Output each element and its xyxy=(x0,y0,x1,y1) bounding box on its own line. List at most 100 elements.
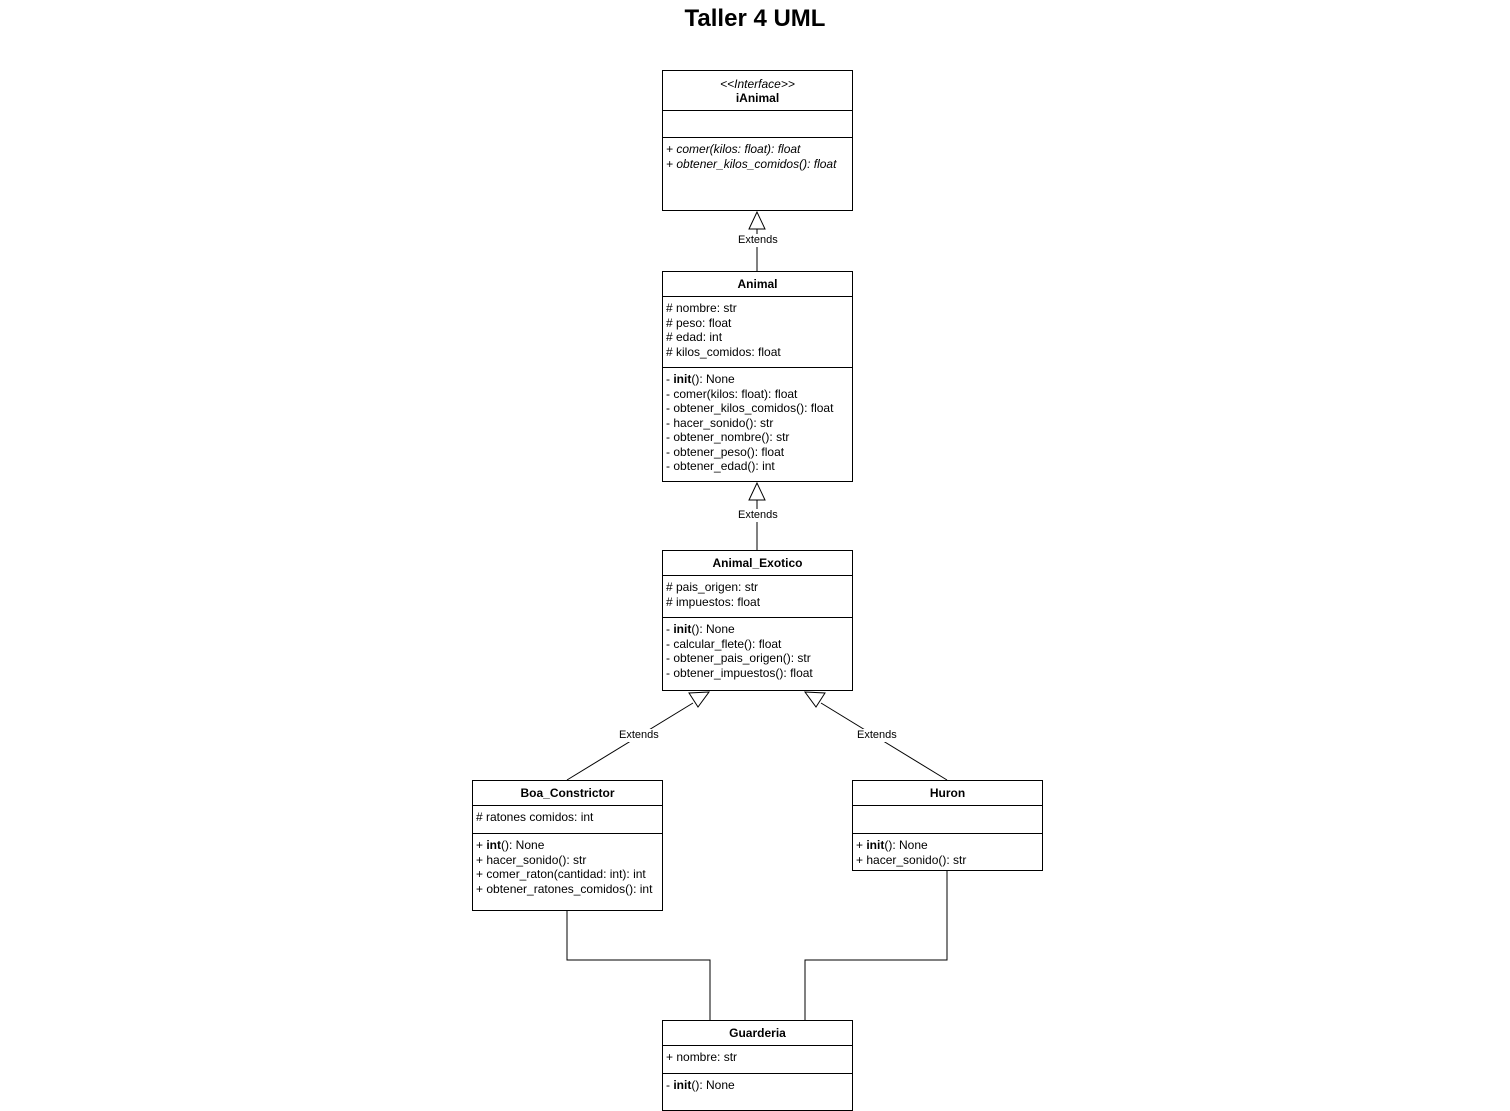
method-visibility: - xyxy=(666,622,674,636)
method-visibility: - xyxy=(666,430,674,444)
method-visibility: - xyxy=(666,386,674,401)
method-signature: (): None xyxy=(691,622,735,636)
class-stereotype: <<Interface>> xyxy=(720,76,795,91)
methods-section: + init(): None+ hacer_sonido(): str xyxy=(853,834,1042,871)
method-item: - comer(kilos: float): float xyxy=(666,387,849,402)
methods-section: + comer(kilos: float): float+ obtener_ki… xyxy=(663,138,852,175)
methods-section: - init(): None xyxy=(663,1074,852,1097)
method-item: + init(): None xyxy=(856,838,1039,853)
method-visibility: - xyxy=(666,636,674,651)
method-item: + hacer_sonido(): str xyxy=(856,853,1039,868)
attribute-item: # kilos_comidos: float xyxy=(666,344,781,359)
generalization-arrowhead xyxy=(803,691,826,708)
method-item: - init(): None xyxy=(666,372,849,387)
attributes-section xyxy=(853,806,1042,834)
method-item: - obtener_pais_origen(): str xyxy=(666,651,849,666)
method-item: + hacer_sonido(): str xyxy=(476,853,659,868)
method-signature: obtener_impuestos(): float xyxy=(673,665,813,680)
generalization-arrowhead xyxy=(688,691,711,708)
method-visibility: - xyxy=(666,1078,674,1092)
method-signature: obtener_ratones_comidos(): int xyxy=(486,881,653,896)
method-item: + obtener_ratones_comidos(): int xyxy=(476,882,659,897)
method-visibility: + xyxy=(856,838,867,852)
method-visibility: - xyxy=(666,665,674,680)
attribute-item: # pais_origen: str xyxy=(666,580,759,594)
method-item: - obtener_peso(): float xyxy=(666,445,849,460)
class-name: Guarderia xyxy=(729,1026,786,1040)
method-signature: (): None xyxy=(691,1078,735,1092)
attributes-section: + nombre: str xyxy=(663,1046,852,1074)
method-signature: obtener_pais_origen(): str xyxy=(673,651,811,665)
attribute-item: # peso: float xyxy=(666,315,732,330)
generalization-arrowhead xyxy=(748,210,766,230)
method-item: + comer(kilos: float): float xyxy=(666,142,849,157)
methods-section: - init(): None- calcular_flete(): float-… xyxy=(663,618,852,684)
association-huron-guarderia xyxy=(804,870,948,1020)
class-name: Boa_Constrictor xyxy=(520,786,615,800)
method-name-bold: init xyxy=(673,1078,692,1092)
method-visibility: + xyxy=(476,867,487,881)
method-visibility: - xyxy=(666,459,674,473)
method-signature: comer_raton(cantidad: int): int xyxy=(486,867,646,881)
extends-label: Extends xyxy=(856,729,898,742)
extends-label: Extends xyxy=(737,234,779,247)
method-name-bold: init xyxy=(673,372,692,386)
class-header: <<Interface>> iAnimal xyxy=(663,71,852,111)
class-huron[interactable]: Huron + init(): None+ hacer_sonido(): st… xyxy=(852,780,1043,871)
method-signature: hacer_sonido(): str xyxy=(673,415,774,430)
method-item: - obtener_impuestos(): float xyxy=(666,666,849,681)
method-item: - init(): None xyxy=(666,622,849,637)
class-name: Animal xyxy=(737,277,778,291)
method-visibility: + xyxy=(476,881,487,896)
association-boa-guarderia xyxy=(566,910,711,1020)
diagram-title: Taller 4 UML xyxy=(684,5,826,32)
method-signature: obtener_nombre(): str xyxy=(673,430,790,444)
method-visibility: + xyxy=(856,852,867,867)
class-name: Animal_Exotico xyxy=(712,556,803,570)
method-visibility: - xyxy=(666,444,674,459)
method-item: - init(): None xyxy=(666,1078,849,1093)
method-item: - obtener_nombre(): str xyxy=(666,430,849,445)
attribute-item: # nombre: str xyxy=(666,301,737,315)
attributes-section xyxy=(663,111,852,138)
method-name-bold: int xyxy=(486,838,502,852)
method-visibility: - xyxy=(666,415,674,430)
class-animal[interactable]: Animal # nombre: str# peso: float# edad:… xyxy=(662,271,853,482)
method-signature: comer(kilos: float): float xyxy=(673,386,798,401)
class-header: Boa_Constrictor xyxy=(473,781,662,806)
attribute-item: # edad: int xyxy=(666,330,723,344)
extends-label: Extends xyxy=(618,729,660,742)
class-header: Animal_Exotico xyxy=(663,551,852,576)
attributes-section: # pais_origen: str# impuestos: float xyxy=(663,576,852,618)
attributes-section: # nombre: str# peso: float# edad: int# k… xyxy=(663,297,852,368)
class-ianimal[interactable]: <<Interface>> iAnimal + comer(kilos: flo… xyxy=(662,70,853,211)
method-item: + obtener_kilos_comidos(): float xyxy=(666,157,849,172)
generalization-arrowhead xyxy=(748,481,766,501)
method-name-bold: init xyxy=(866,838,885,852)
method-item: - obtener_edad(): int xyxy=(666,459,849,474)
class-name: Huron xyxy=(929,786,966,800)
attributes-section: # ratones comidos: int xyxy=(473,806,662,834)
method-visibility: + xyxy=(476,838,487,852)
class-animal-exotico[interactable]: Animal_Exotico # pais_origen: str# impue… xyxy=(662,550,853,691)
method-signature: hacer_sonido(): str xyxy=(866,852,967,867)
method-visibility: - xyxy=(666,651,674,665)
method-visibility: + xyxy=(666,142,677,156)
method-signature: obtener_peso(): float xyxy=(673,444,785,459)
class-header: Guarderia xyxy=(663,1021,852,1046)
method-item: + comer_raton(cantidad: int): int xyxy=(476,867,659,882)
method-visibility: + xyxy=(666,156,677,171)
methods-section: + int(): None+ hacer_sonido(): str+ come… xyxy=(473,834,662,900)
class-guarderia[interactable]: Guarderia + nombre: str - init(): None xyxy=(662,1020,853,1111)
method-signature: obtener_edad(): int xyxy=(673,459,775,473)
class-name: iAnimal xyxy=(735,90,780,105)
class-header: Huron xyxy=(853,781,1042,806)
class-boa-constrictor[interactable]: Boa_Constrictor # ratones comidos: int +… xyxy=(472,780,663,911)
method-name-bold: init xyxy=(673,622,692,636)
attribute-item: # ratones comidos: int xyxy=(476,810,594,824)
method-signature: comer(kilos: float): float xyxy=(676,142,801,156)
method-item: - obtener_kilos_comidos(): float xyxy=(666,401,849,416)
attribute-item: # impuestos: float xyxy=(666,594,761,609)
method-signature: (): None xyxy=(884,838,928,852)
extends-label: Extends xyxy=(737,509,779,522)
